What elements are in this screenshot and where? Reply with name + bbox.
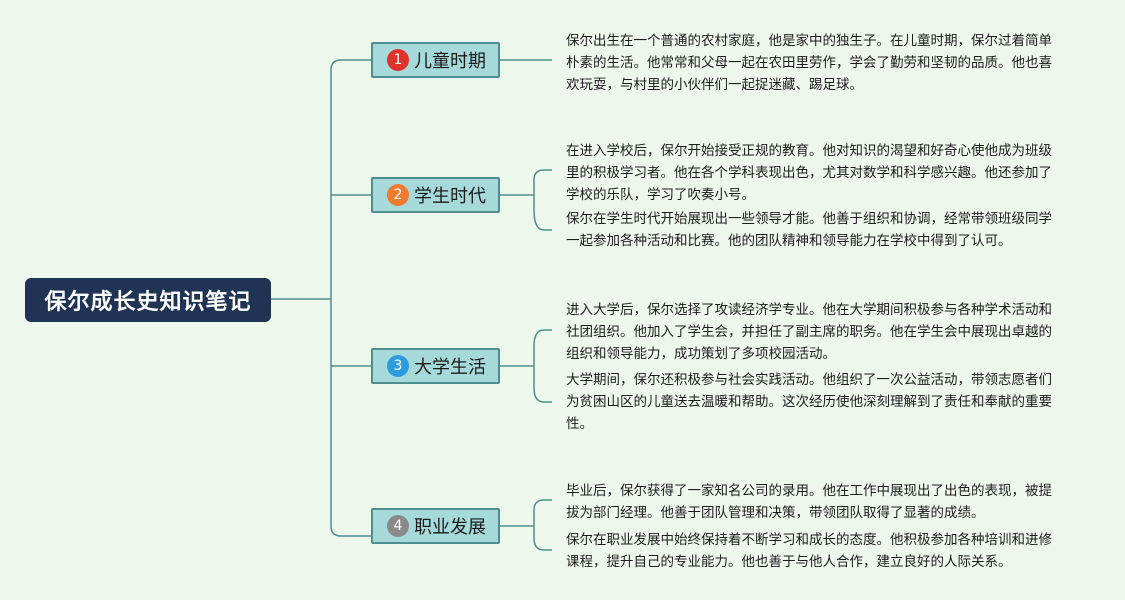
number-badge-icon: 1 <box>387 49 409 71</box>
number-badge-icon: 4 <box>387 515 409 537</box>
root-label: 保尔成长史知识笔记 <box>44 290 252 315</box>
note-text: 保尔在学生时代开始展现出一些领导才能。他善于组织和协调，经常带领班级同学一起参加… <box>566 211 1052 249</box>
note-text: 进入大学后，保尔选择了攻读经济学专业。他在大学期间积极参与各种学术活动和社团组织… <box>566 302 1052 362</box>
note-text: 保尔出生在一个普通的农村家庭，他是家中的独生子。在儿童时期，保尔过着简单朴素的生… <box>566 33 1052 93</box>
branch-node-career[interactable]: 4 职业发展 <box>371 508 500 544</box>
branch-label: 大学生活 <box>414 357 486 378</box>
note-text: 大学期间，保尔还积极参与社会实践活动。他组织了一次公益活动，带领志愿者们为贫困山… <box>566 372 1052 432</box>
branch-node-university[interactable]: 3 大学生活 <box>371 348 500 384</box>
branch-node-childhood[interactable]: 1 儿童时期 <box>371 42 500 78</box>
note-text: 保尔在职业发展中始终保持着不断学习和成长的态度。他积极参加各种培训和进修课程，提… <box>566 532 1052 570</box>
note-text: 在进入学校后，保尔开始接受正规的教育。他对知识的渴望和好奇心使他成为班级里的积极… <box>566 143 1052 203</box>
branch-node-school[interactable]: 2 学生时代 <box>371 177 500 213</box>
note-connector-3 <box>500 329 552 403</box>
number-badge-icon: 3 <box>387 355 409 377</box>
branch-label: 学生时代 <box>414 186 486 207</box>
spine-line <box>330 59 371 537</box>
number-badge-icon: 2 <box>387 184 409 206</box>
note-connector-2 <box>500 169 552 231</box>
branch-label: 职业发展 <box>414 517 486 538</box>
note-connector-4 <box>500 499 552 551</box>
note-text: 毕业后，保尔获得了一家知名公司的录用。他在工作中展现出了出色的表现，被提拔为部门… <box>566 483 1052 521</box>
branch-label: 儿童时期 <box>414 51 486 72</box>
root-node[interactable]: 保尔成长史知识笔记 <box>25 278 271 322</box>
